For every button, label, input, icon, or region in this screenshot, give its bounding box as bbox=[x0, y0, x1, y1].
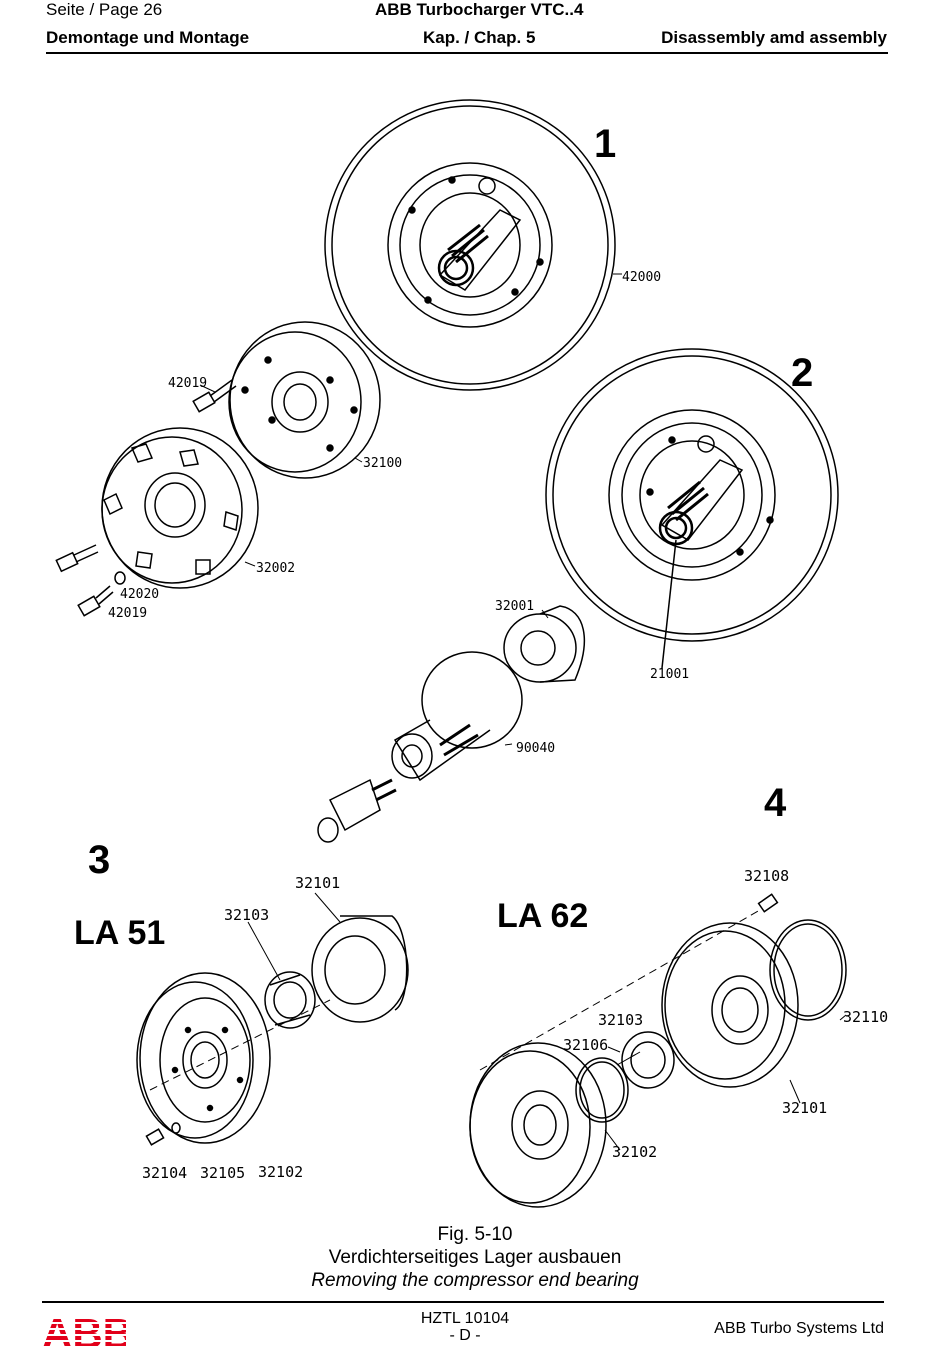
language-code: - D - bbox=[449, 1327, 481, 1344]
step-number-4: 4 bbox=[764, 781, 787, 825]
document-code: HZTL 10104 bbox=[420, 1310, 510, 1327]
part-number-32104: 32104 bbox=[142, 1164, 188, 1182]
part-number-21001: 21001 bbox=[650, 667, 690, 682]
part-number-32001: 32001 bbox=[495, 599, 535, 614]
figure-title-en: Removing the compressor end bearing bbox=[311, 1270, 639, 1291]
page-number: Seite / Page 26 bbox=[46, 0, 163, 19]
company-name: ABB Turbo Systems Ltd bbox=[714, 1320, 884, 1337]
part-number-32102-b: 32102 bbox=[612, 1143, 658, 1161]
leader-lines bbox=[199, 273, 847, 1151]
part-number-32103-b: 32103 bbox=[598, 1011, 644, 1029]
step1-casing-drawing bbox=[324, 99, 616, 391]
screws-42019-42020-drawing bbox=[55, 544, 126, 617]
screw-42019-drawing bbox=[192, 379, 237, 413]
abb-logo: ABB bbox=[42, 1310, 133, 1357]
footer-rule bbox=[42, 1301, 884, 1303]
part-number-32101: 32101 bbox=[295, 874, 341, 892]
document-title: ABB Turbocharger VTC..4 bbox=[375, 0, 584, 19]
bearing-type-la62: LA 62 bbox=[497, 897, 589, 935]
step-number-3: 3 bbox=[88, 838, 111, 882]
header-rule bbox=[46, 52, 888, 54]
part-number-32110: 32110 bbox=[843, 1008, 889, 1026]
figure-title-de: Verdichterseitiges Lager ausbauen bbox=[328, 1247, 622, 1268]
part-number-32102: 32102 bbox=[258, 1163, 304, 1181]
step4-la62-drawing bbox=[469, 893, 847, 1208]
part-number-32108: 32108 bbox=[744, 867, 790, 885]
part-number-42000: 42000 bbox=[622, 270, 662, 285]
step3-la51-drawing bbox=[136, 892, 409, 1146]
part-number-90040: 90040 bbox=[516, 741, 556, 756]
part-number-32106: 32106 bbox=[563, 1036, 609, 1054]
figure-number: Fig. 5-10 bbox=[437, 1224, 513, 1245]
section-title-en: Disassembly amd assembly bbox=[661, 28, 887, 47]
section-title-de: Demontage und Montage bbox=[46, 28, 250, 47]
stud-drawing bbox=[317, 778, 397, 843]
exploded-view-drawing bbox=[55, 99, 847, 1208]
tool-90040-drawing bbox=[391, 651, 523, 782]
step2-casing-drawing bbox=[545, 348, 839, 669]
part-number-42020: 42020 bbox=[120, 587, 160, 602]
part-number-32002: 32002 bbox=[256, 561, 296, 576]
chapter-label: Kap. / Chap. 5 bbox=[423, 28, 536, 47]
abb-logo-text: ABB bbox=[42, 1312, 126, 1352]
flange-32100-drawing bbox=[228, 321, 381, 479]
part-number-42019: 42019 bbox=[168, 376, 208, 391]
step-number-2: 2 bbox=[791, 351, 814, 395]
part-number-32101-b: 32101 bbox=[782, 1099, 828, 1117]
part-number-32100: 32100 bbox=[363, 456, 403, 471]
bearing-type-la51: LA 51 bbox=[74, 914, 166, 952]
bearing-32001-drawing bbox=[503, 605, 586, 683]
part-number-32105: 32105 bbox=[200, 1164, 246, 1182]
step-number-1: 1 bbox=[594, 122, 617, 166]
part-number-32103: 32103 bbox=[224, 906, 270, 924]
part-number-42019-b: 42019 bbox=[108, 606, 148, 621]
cover-32002-drawing bbox=[101, 427, 259, 589]
